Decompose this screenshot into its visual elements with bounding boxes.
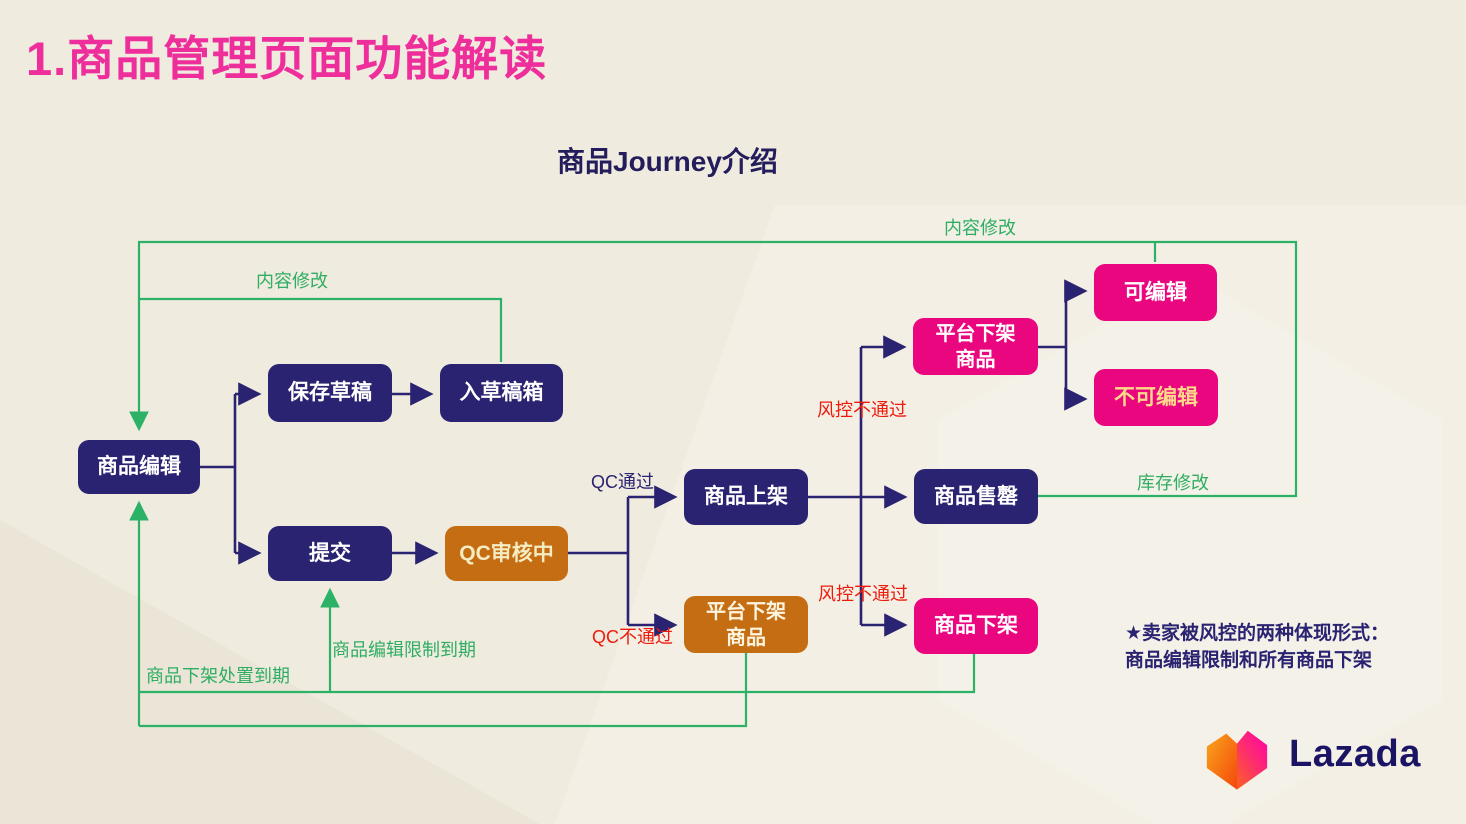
edge-label-risk-fail-lower: 风控不通过	[818, 584, 908, 604]
edge-label-stock-edit: 库存修改	[1137, 473, 1209, 493]
edge-label-delist-penalty-expired: 商品下架处置到期	[146, 666, 290, 686]
node-not-editable: 不可编辑	[1094, 369, 1218, 426]
node-editable: 可编辑	[1094, 264, 1217, 321]
node-product-edit: 商品编辑	[78, 440, 200, 494]
node-qc-reviewing: QC审核中	[445, 526, 568, 581]
node-product-delisted: 商品下架	[914, 598, 1038, 654]
risk-control-note: ★卖家被风控的两种体现形式： 商品编辑限制和所有商品下架	[1125, 620, 1389, 674]
page-title: 1.商品管理页面功能解读	[26, 32, 548, 85]
edge-label-qc-fail: QC不通过	[592, 627, 673, 647]
lazada-logo: Lazada	[1199, 725, 1421, 791]
node-sold-out: 商品售罄	[914, 469, 1038, 524]
node-submit: 提交	[268, 526, 392, 581]
node-enter-draft-box: 入草稿箱	[440, 364, 563, 422]
edge-label-qc-pass: QC通过	[591, 472, 654, 492]
node-save-draft: 保存草稿	[268, 364, 392, 422]
node-product-listed: 商品上架	[684, 469, 808, 525]
node-platform-delist-qc: 平台下架 商品	[684, 596, 808, 653]
diagram-title: 商品Journey介绍	[557, 146, 778, 177]
edge-label-content-edit-top: 内容修改	[944, 218, 1016, 238]
lazada-logo-icon	[1206, 730, 1268, 790]
risk-control-note-line2: 商品编辑限制和所有商品下架	[1125, 650, 1373, 671]
edge-label-edit-limit-expired: 商品编辑限制到期	[332, 640, 476, 660]
lazada-wordmark: Lazada	[1289, 732, 1421, 775]
node-platform-delist-risk: 平台下架 商品	[913, 318, 1038, 375]
edge-label-risk-fail-upper: 风控不通过	[817, 400, 907, 420]
edge-label-content-edit-draft: 内容修改	[256, 271, 328, 291]
risk-control-note-line1: ★卖家被风控的两种体现形式：	[1125, 623, 1390, 644]
